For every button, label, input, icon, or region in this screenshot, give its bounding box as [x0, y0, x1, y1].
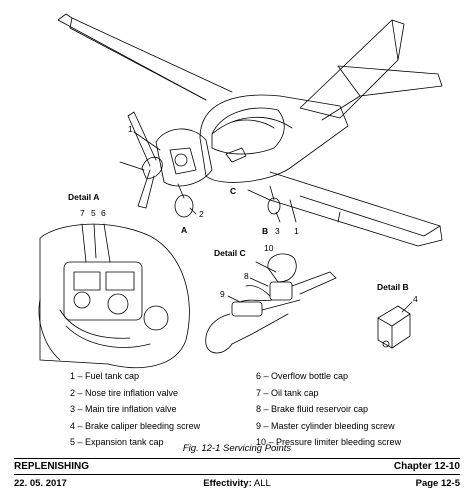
detail-c-title: Detail C — [214, 248, 246, 258]
footer-top-rule — [14, 458, 460, 459]
legend-item: 6 – Overflow bottle cap — [256, 371, 349, 381]
legend-item: 9 – Master cylinder bleeding screw — [256, 420, 395, 431]
callout-1-fuel-cap: 1 — [128, 124, 133, 134]
callout-2-nose-tire: 2 — [199, 209, 204, 219]
page-number: Page 12-5 — [415, 478, 460, 489]
page-footer: REPLENISHING Chapter 12-10 22. 05. 2017 … — [14, 458, 460, 491]
callout-b: B — [262, 226, 268, 236]
detail-b-title: Detail B — [377, 282, 409, 292]
legend-item: 2 – Nose tire inflation valve — [70, 387, 179, 398]
callout-c: C — [230, 186, 236, 196]
callout-3-main-tire: 3 — [275, 226, 280, 236]
detail-a-callout-5: 5 — [91, 208, 96, 218]
detail-c-illustration — [205, 253, 337, 354]
detail-c-callout-8: 8 — [244, 271, 249, 281]
servicing-points-figure: 1 2 A B 3 1 C Detail A 7 5 6 10 Detail C… — [38, 13, 443, 369]
detail-a-title: Detail A — [68, 192, 99, 202]
effectivity: Effectivity: ALL — [14, 478, 460, 489]
detail-b-callout-4: 4 — [413, 294, 418, 304]
section-title: REPLENISHING — [14, 461, 90, 472]
legend-item: 5 – Expansion tank cap — [70, 437, 164, 447]
detail-b-illustration — [377, 301, 413, 349]
legend-column-left: 1 – Fuel tank cap 2 – Nose tire inflatio… — [70, 368, 200, 451]
legend-column-right: 6 – Overflow bottle cap 7 – Oil tank cap… — [256, 368, 401, 451]
effectivity-value: ALL — [253, 478, 271, 489]
aircraft-illustration — [57, 13, 443, 247]
detail-a-illustration — [38, 223, 190, 369]
footer-divider — [14, 474, 460, 475]
legend-item: 3 – Main tire inflation valve — [70, 404, 177, 414]
figure-caption: Fig. 12-1 Servicing Points — [182, 443, 292, 454]
legend-item: 4 – Brake caliper bleeding screw — [70, 420, 201, 431]
callout-a: A — [181, 225, 187, 235]
legend-item: 1 – Fuel tank cap — [70, 371, 140, 381]
legend-item: 10 – Pressure limiter bleeding screw — [256, 437, 402, 447]
effectivity-label: Effectivity: — [203, 478, 252, 489]
chapter-number: Chapter 12-10 — [393, 461, 460, 472]
legend-item: 8 – Brake fluid reservoir cap — [256, 404, 369, 414]
detail-c-callout-10: 10 — [264, 243, 274, 253]
detail-a-callout-7: 7 — [80, 208, 85, 218]
legend-item: 7 – Oil tank cap — [256, 387, 319, 398]
detail-a-callout-6: 6 — [101, 208, 106, 218]
revision-date: 22. 05. 2017 — [14, 478, 67, 489]
detail-c-callout-9: 9 — [220, 289, 225, 299]
callout-1-fuel-cap-right: 1 — [294, 226, 299, 236]
